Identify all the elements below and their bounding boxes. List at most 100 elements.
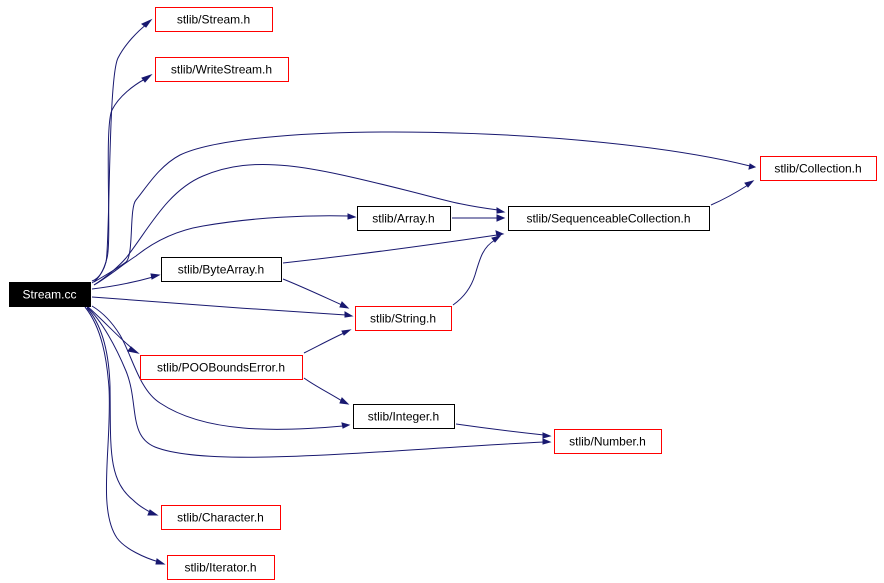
edge-arrowhead bbox=[339, 301, 350, 309]
node-box bbox=[760, 156, 877, 181]
node-label: stlib/Integer.h bbox=[368, 410, 439, 424]
node-label: stlib/Character.h bbox=[177, 511, 264, 525]
edges-layer bbox=[84, 18, 757, 565]
edge-line bbox=[86, 307, 153, 514]
node-label: stlib/String.h bbox=[370, 312, 436, 326]
nodes-layer: Stream.cc stlib/Stream.h stlib/WriteStream… bbox=[9, 7, 877, 580]
edge-line bbox=[91, 276, 154, 290]
edge-arrowhead bbox=[347, 213, 357, 220]
edge-arrowhead bbox=[141, 18, 153, 28]
edge-bytearray_h-to-seqcoll_h bbox=[282, 230, 505, 264]
edge-line bbox=[93, 164, 499, 286]
edge-arrowhead bbox=[150, 273, 161, 280]
edge-root-to-bytearray_h bbox=[91, 273, 161, 290]
node-box bbox=[508, 206, 710, 231]
edge-poobounds_h-to-integer_h bbox=[303, 377, 350, 405]
node-iterator-h[interactable]: stlib/Iterator.h bbox=[167, 555, 275, 580]
edge-root-to-collection_h bbox=[93, 131, 757, 283]
node-box bbox=[9, 282, 91, 307]
edge-arrowhead bbox=[542, 432, 552, 439]
edge-arrowhead bbox=[496, 207, 506, 214]
edge-line bbox=[303, 332, 345, 354]
edge-line bbox=[86, 305, 135, 351]
node-character-h[interactable]: stlib/Character.h bbox=[161, 505, 281, 530]
edge-arrowhead bbox=[141, 73, 153, 83]
edge-line bbox=[282, 234, 498, 264]
edge-line bbox=[303, 377, 343, 402]
edge-arrowhead bbox=[339, 397, 350, 405]
edge-line bbox=[93, 215, 350, 286]
node-bytearray-h[interactable]: stlib/ByteArray.h bbox=[161, 257, 282, 282]
node-label: stlib/POOBoundsError.h bbox=[157, 361, 285, 375]
node-label: stlib/ByteArray.h bbox=[178, 263, 264, 277]
edge-poobounds_h-to-string_h bbox=[303, 329, 352, 354]
edge-line bbox=[452, 239, 496, 306]
edge-string_h-to-seqcoll_h bbox=[452, 235, 502, 306]
edge-root-to-iterator_h bbox=[84, 306, 166, 565]
node-array-h[interactable]: stlib/Array.h bbox=[357, 206, 451, 231]
node-collection-h[interactable]: stlib/Collection.h bbox=[760, 156, 877, 181]
edge-arrowhead bbox=[495, 230, 505, 237]
edge-arrowhead bbox=[744, 180, 755, 188]
edge-line bbox=[91, 78, 146, 284]
edge-line bbox=[710, 184, 749, 206]
node-box bbox=[554, 429, 662, 454]
edge-root-to-stream_h bbox=[91, 18, 153, 282]
edge-arrowhead bbox=[127, 346, 140, 354]
node-seqcoll-h[interactable]: stlib/SequenceableCollection.h bbox=[508, 206, 710, 231]
edge-line bbox=[84, 306, 160, 563]
edge-arrowhead bbox=[155, 558, 166, 565]
node-box bbox=[167, 555, 275, 580]
edge-integer_h-to-number_h bbox=[455, 423, 552, 439]
edge-bytearray_h-to-string_h bbox=[282, 278, 350, 309]
edge-line bbox=[93, 131, 751, 283]
node-root[interactable]: Stream.cc bbox=[9, 282, 91, 307]
node-box bbox=[161, 257, 282, 282]
node-label: stlib/WriteStream.h bbox=[171, 63, 272, 77]
edge-array_h-to-seqcoll_h bbox=[452, 214, 506, 222]
edge-line bbox=[91, 296, 347, 316]
edge-arrowhead bbox=[542, 438, 552, 445]
node-label: stlib/Array.h bbox=[372, 212, 434, 226]
edge-arrowhead bbox=[344, 311, 354, 318]
edge-root-to-writestream_h bbox=[91, 73, 153, 284]
node-box bbox=[155, 7, 273, 32]
edge-root-to-string_h bbox=[91, 296, 354, 318]
node-label: Stream.cc bbox=[22, 288, 76, 302]
edge-line bbox=[91, 305, 344, 430]
edge-arrowhead bbox=[341, 422, 351, 429]
node-label: stlib/Stream.h bbox=[177, 13, 250, 27]
node-box bbox=[155, 57, 289, 82]
node-integer-h[interactable]: stlib/Integer.h bbox=[353, 404, 455, 429]
edge-arrowhead bbox=[496, 214, 506, 222]
edge-root-to-seqcoll_h bbox=[93, 164, 506, 286]
edge-arrowhead bbox=[491, 235, 502, 243]
edge-root-to-character_h bbox=[86, 307, 159, 516]
node-label: stlib/Iterator.h bbox=[184, 561, 256, 575]
node-box bbox=[353, 404, 455, 429]
edge-root-to-integer_h bbox=[91, 305, 351, 430]
edge-root-to-array_h bbox=[93, 213, 357, 286]
node-label: stlib/SequenceableCollection.h bbox=[526, 212, 690, 226]
edge-line bbox=[86, 306, 545, 458]
edge-root-to-poobounds_h bbox=[86, 305, 140, 354]
node-box bbox=[161, 505, 281, 530]
edge-arrowhead bbox=[748, 163, 757, 170]
edge-line bbox=[91, 23, 148, 282]
edge-seqcoll_h-to-collection_h bbox=[710, 180, 755, 206]
node-box bbox=[355, 306, 452, 331]
edge-line bbox=[282, 278, 343, 306]
node-number-h[interactable]: stlib/Number.h bbox=[554, 429, 662, 454]
edge-arrowhead bbox=[341, 329, 352, 336]
node-stream-h[interactable]: stlib/Stream.h bbox=[155, 7, 273, 32]
edge-arrowhead bbox=[147, 509, 159, 516]
node-string-h[interactable]: stlib/String.h bbox=[355, 306, 452, 331]
edge-line bbox=[455, 423, 545, 436]
node-poobounds-h[interactable]: stlib/POOBoundsError.h bbox=[140, 355, 303, 380]
edge-root-to-number_h bbox=[86, 306, 552, 458]
node-label: stlib/Collection.h bbox=[774, 162, 861, 176]
node-writestream-h[interactable]: stlib/WriteStream.h bbox=[155, 57, 289, 82]
node-box bbox=[140, 355, 303, 380]
node-label: stlib/Number.h bbox=[569, 435, 646, 449]
